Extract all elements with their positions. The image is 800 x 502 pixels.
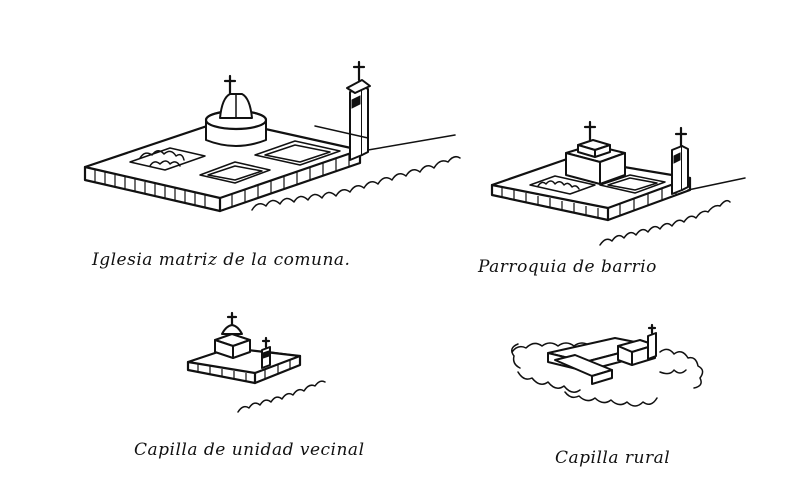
rural-chapel-drawing bbox=[512, 325, 703, 406]
caption-iglesia-matriz: Iglesia matriz de la comuna. bbox=[92, 250, 350, 270]
caption-parroquia-barrio: Parroquia de barrio bbox=[478, 257, 657, 277]
parish-church-drawing bbox=[492, 122, 745, 245]
neighborhood-chapel-drawing bbox=[188, 313, 325, 412]
caption-capilla-unidad-vecinal: Capilla de unidad vecinal bbox=[134, 440, 365, 460]
church-matriz-drawing bbox=[85, 62, 460, 211]
caption-capilla-rural: Capilla rural bbox=[555, 448, 670, 468]
